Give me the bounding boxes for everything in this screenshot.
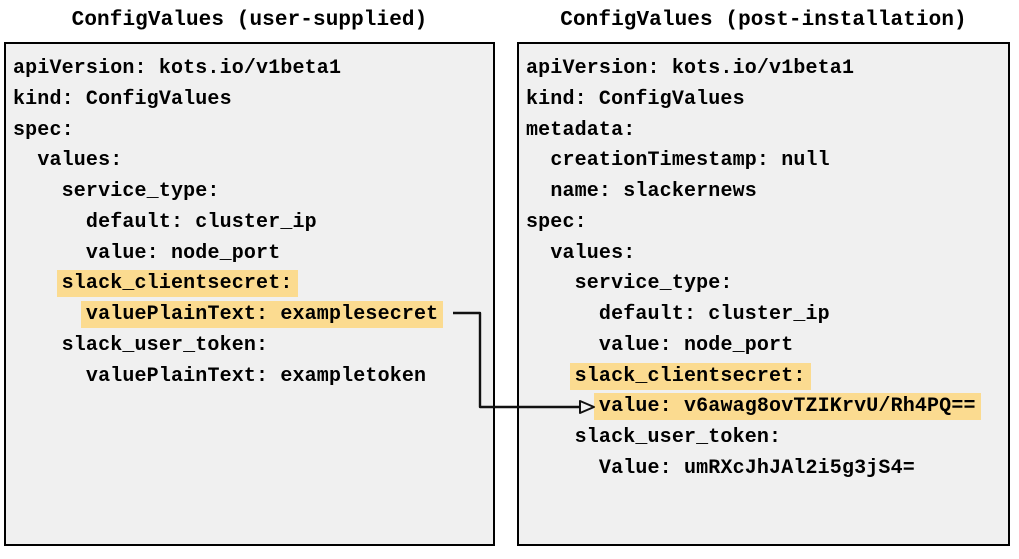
panel-title-post-installation: ConfigValues (post-installation)	[560, 9, 967, 32]
yaml-text: value: node_port	[598, 333, 794, 357]
yaml-line: apiVersion: kots.io/v1beta1	[526, 54, 1008, 85]
yaml-text-highlighted: slack_clientsecret:	[56, 270, 298, 298]
yaml-line: default: cluster_ip	[13, 208, 493, 239]
yaml-line: slack_clientsecret:	[13, 269, 493, 300]
yaml-line: creationTimestamp: null	[526, 146, 1008, 177]
yaml-line: default: cluster_ip	[526, 300, 1008, 331]
yaml-line: spec:	[526, 208, 1008, 239]
yaml-text: service_type:	[574, 272, 733, 296]
yaml-line: apiVersion: kots.io/v1beta1	[13, 54, 493, 85]
yaml-line: spec:	[13, 116, 493, 147]
yaml-line: value: node_port	[526, 331, 1008, 362]
yaml-text: slack_user_token:	[61, 333, 269, 357]
yaml-line: name: slackernews	[526, 177, 1008, 208]
yaml-line: slack_user_token:	[526, 423, 1008, 454]
yaml-line: Value: umRXcJhJAl2i5g3jS4=	[526, 454, 1008, 485]
yaml-text: default: cluster_ip	[85, 210, 317, 234]
yaml-text: name: slackernews	[550, 180, 757, 203]
yaml-text: creationTimestamp: null	[550, 149, 830, 173]
yaml-text: kind: ConfigValues	[13, 87, 232, 111]
yaml-text: slack_user_token:	[574, 426, 782, 449]
yaml-text: metadata:	[526, 118, 636, 142]
yaml-text: default: cluster_ip	[598, 303, 830, 326]
yaml-line: valuePlainText: exampletoken	[13, 362, 493, 393]
yaml-text: spec:	[13, 118, 74, 142]
yaml-text: apiVersion: kots.io/v1beta1	[526, 57, 855, 80]
user-supplied-config-panel: apiVersion: kots.io/v1beta1 kind: ConfigV…	[4, 42, 495, 546]
yaml-text: Value: umRXcJhJAl2i5g3jS4=	[598, 456, 915, 480]
yaml-line: slack_clientsecret:	[526, 362, 1008, 393]
yaml-line: valuePlainText: examplesecret	[13, 300, 493, 331]
yaml-line: value: node_port	[13, 239, 493, 270]
post-installation-config-panel: apiVersion: kots.io/v1beta1 kind: ConfigV…	[517, 42, 1010, 546]
yaml-text: values:	[550, 241, 636, 265]
panel-title-user-supplied: ConfigValues (user-supplied)	[71, 9, 428, 32]
yaml-text: kind: ConfigValues	[526, 87, 745, 111]
yaml-text: values:	[37, 149, 123, 173]
yaml-line: kind: ConfigValues	[13, 85, 493, 116]
yaml-text-highlighted: value: v6awag8ovTZIKrvU/Rh4PQ==	[593, 393, 981, 421]
yaml-line: service_type:	[526, 269, 1008, 300]
yaml-line: value: v6awag8ovTZIKrvU/Rh4PQ==	[526, 392, 1008, 423]
yaml-line: metadata:	[526, 116, 1008, 147]
yaml-text: service_type:	[61, 180, 220, 203]
yaml-line: values:	[526, 239, 1008, 270]
yaml-code-user-supplied: apiVersion: kots.io/v1beta1 kind: ConfigV…	[13, 54, 493, 392]
yaml-line: slack_user_token:	[13, 331, 493, 362]
yaml-line: service_type:	[13, 177, 493, 208]
yaml-text: valuePlainText: exampletoken	[85, 364, 427, 388]
yaml-text: spec:	[526, 210, 587, 234]
yaml-line: kind: ConfigValues	[526, 85, 1008, 116]
yaml-text: apiVersion: kots.io/v1beta1	[13, 57, 342, 80]
yaml-text-highlighted: valuePlainText: examplesecret	[80, 301, 444, 328]
yaml-text: value: node_port	[85, 241, 281, 265]
yaml-text-highlighted: slack_clientsecret:	[569, 362, 811, 390]
yaml-code-post-installation: apiVersion: kots.io/v1beta1 kind: ConfigV…	[526, 54, 1008, 485]
yaml-line: values:	[13, 146, 493, 177]
